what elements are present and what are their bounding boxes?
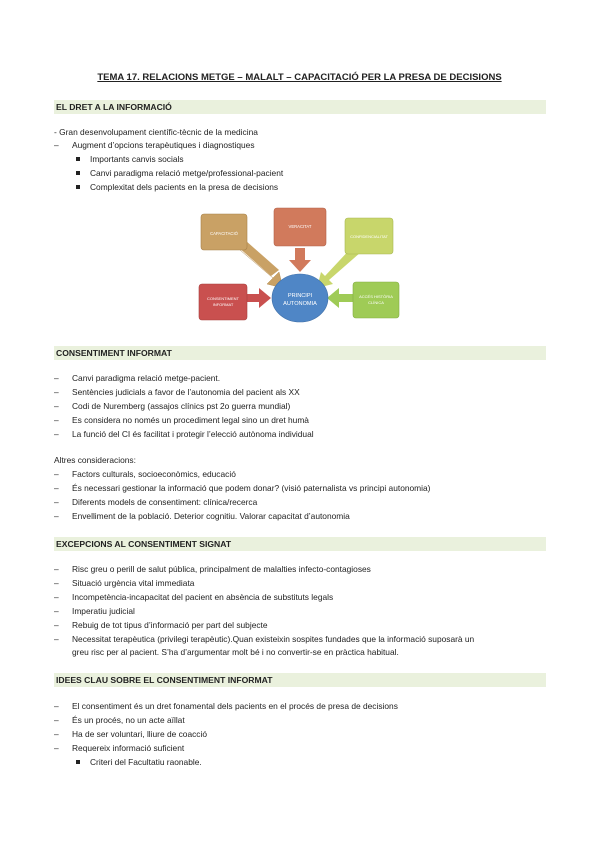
dash-bullet: –: [54, 140, 59, 150]
label-center-1: PRINCIPI: [288, 293, 313, 299]
dash-bullet: –: [54, 715, 59, 725]
arrow-consentiment: [247, 288, 271, 308]
list-item: La funció del CI és facilitat i protegir…: [72, 429, 314, 439]
list-item: Canvi paradigma relació metge/profession…: [90, 168, 284, 178]
list-item: Canvi paradigma relació metge-pacient.: [72, 373, 221, 383]
list-item: Situació urgència vital immediata: [72, 578, 195, 588]
dash-bullet: –: [54, 497, 59, 507]
list-item: Imperatiu judicial: [72, 606, 135, 616]
label-capacitat: CAPACITACIÓ: [210, 231, 239, 236]
list-item: Risc greu o perill de salut pública, pri…: [72, 564, 371, 574]
square-bullet: [76, 157, 80, 161]
list-item: Factors culturals, socioeconòmics, educa…: [72, 469, 236, 479]
list-item: Ha de ser voluntari, lliure de coacció: [72, 729, 207, 739]
dash-bullet: –: [54, 592, 59, 602]
dash-bullet: –: [54, 578, 59, 588]
dash-bullet: –: [54, 729, 59, 739]
box-veracitat: [273, 207, 327, 247]
dash-bullet: –: [54, 429, 59, 439]
dash-bullet: –: [54, 606, 59, 616]
list-item: Diferents models de consentiment: clínic…: [72, 497, 258, 507]
list-item: Incompetència-incapacitat del pacient en…: [72, 592, 334, 602]
label-consentiment-1: CONSENTIMENT: [207, 296, 240, 301]
list-item: El consentiment és un dret fonamental de…: [72, 701, 398, 711]
list-item: Sentències judicials a favor de l’autono…: [72, 387, 300, 397]
dash-bullet: –: [54, 415, 59, 425]
section-heading-excepcions: EXCEPCIONS AL CONSENTIMENT SIGNAT: [54, 537, 546, 551]
list-item: Augment d’opcions terapèutiques i diagno…: [72, 140, 255, 150]
arrow-acces: [327, 288, 353, 308]
circle-center: [271, 273, 329, 323]
intro-line: - Gran desenvolupament científic-tècnic …: [54, 127, 258, 137]
dash-bullet: –: [54, 743, 59, 753]
page-title: TEMA 17. RELACIONS METGE – MALALT – CAPA…: [97, 72, 502, 83]
list-item: És un procés, no un acte aïllat: [72, 715, 185, 725]
section-heading-dret: EL DRET A LA INFORMACIÓ: [54, 100, 546, 114]
dash-bullet: –: [54, 634, 59, 644]
label-consentiment-2: INFORMAT: [213, 302, 234, 307]
label-acces-1: ACCÉS HISTÒRIA: [359, 294, 393, 299]
list-item: Necessitat terapèutica (privilegi terapè…: [72, 634, 475, 644]
list-item: Complexitat dels pacients en la presa de…: [90, 182, 279, 192]
dash-bullet: –: [54, 564, 59, 574]
list-item: Rebuig de tot tipus d’informació per par…: [72, 620, 268, 630]
list-item: Envelliment de la població. Deterior cog…: [72, 511, 350, 521]
arrow-veracitat: [289, 248, 311, 272]
list-item-continuation: greu risc per al pacient. S’ha d’argumen…: [72, 647, 399, 657]
section-heading-idees: IDEES CLAU SOBRE EL CONSENTIMENT INFORMA…: [54, 673, 546, 687]
dash-bullet: –: [54, 701, 59, 711]
altres-label: Altres consideracions:: [54, 455, 136, 465]
arrow-capacitat-body: [237, 240, 279, 276]
dash-bullet: –: [54, 401, 59, 411]
square-bullet: [76, 171, 80, 175]
dash-bullet: –: [54, 469, 59, 479]
list-item: Es considera no només un procediment leg…: [72, 415, 309, 425]
list-item: Criteri del Facultatiu raonable.: [90, 757, 202, 767]
label-confidencialitat: CONFIDENCIALITAT: [350, 234, 388, 239]
dash-bullet: –: [54, 387, 59, 397]
list-item: Codi de Nuremberg (assajos clínics pst 2…: [72, 401, 291, 411]
list-item: És necessari gestionar la informació que…: [72, 483, 431, 493]
box-capacitat: [200, 213, 248, 251]
label-center-2: AUTONOMIA: [283, 301, 317, 307]
box-consentiment: [198, 283, 248, 321]
square-bullet: [76, 185, 80, 189]
box-confidencialitat: [344, 217, 394, 255]
dash-bullet: –: [54, 620, 59, 630]
box-acces: [352, 281, 400, 319]
dash-bullet: –: [54, 483, 59, 493]
list-item: Importants canvis socials: [90, 154, 184, 164]
label-acces-2: CLÍNICA: [368, 300, 384, 305]
section-heading-consentiment: CONSENTIMENT INFORMAT: [54, 346, 546, 360]
square-bullet: [76, 760, 80, 764]
autonomy-diagram: CAPACITACIÓ VERACITAT CONFIDENCIALITAT C…: [198, 207, 400, 323]
label-veracitat: VERACITAT: [289, 224, 312, 229]
arrow-confidencialitat: [317, 246, 361, 288]
dash-bullet: –: [54, 511, 59, 521]
dash-bullet: –: [54, 373, 59, 383]
list-item: Requereix informació suficient: [72, 743, 185, 753]
